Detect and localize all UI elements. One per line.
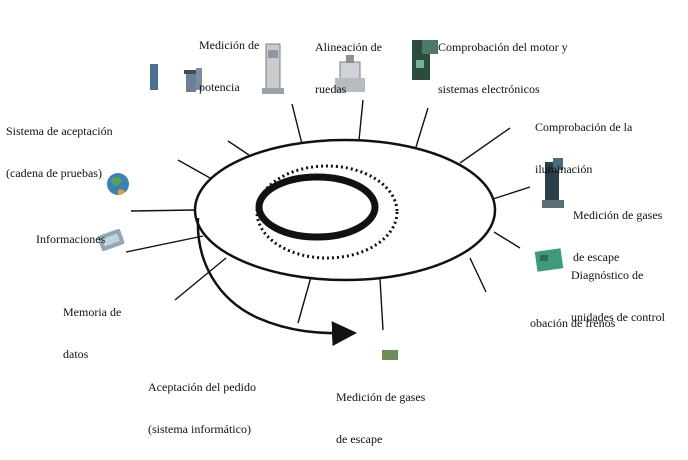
label-wheel-alignment: Alineación de ruedas bbox=[315, 12, 382, 110]
inner-ring bbox=[255, 173, 379, 241]
label-engine-check: Comprobación del motor y sistemas electr… bbox=[438, 12, 568, 110]
label-line: (sistema informático) bbox=[148, 422, 251, 436]
mask-left-top bbox=[132, 92, 172, 132]
label-information: Informaciones bbox=[36, 204, 105, 260]
label-line: ruedas bbox=[315, 82, 347, 96]
label-line: obación de frenos bbox=[530, 316, 616, 330]
outer-ring bbox=[193, 138, 497, 282]
label-line: Alineación de bbox=[315, 40, 382, 54]
label-line: sistemas electrónicos bbox=[438, 82, 540, 96]
exhaust-analyzer-icon-bottom bbox=[382, 350, 398, 360]
dashed-ring bbox=[255, 164, 399, 260]
wheel-alignment-icon bbox=[335, 55, 365, 92]
label-line: Medición de bbox=[199, 38, 260, 52]
label-line: Sistema de aceptación bbox=[6, 124, 113, 138]
globe-icon bbox=[107, 173, 129, 195]
label-lighting-check: Comprobación de la iluminación bbox=[535, 92, 632, 190]
label-line: datos bbox=[63, 347, 89, 361]
label-line: unidades de control bbox=[571, 310, 665, 324]
workshop-cycle-diagram bbox=[97, 40, 564, 360]
label-line: (cadena de pruebas) bbox=[6, 166, 102, 180]
process-arrow bbox=[196, 217, 357, 347]
data-storage-icon bbox=[97, 228, 125, 252]
mask-left-bottom bbox=[132, 262, 172, 312]
label-line: de escape bbox=[336, 432, 383, 446]
test-bench-icon bbox=[262, 43, 284, 94]
label-line: Informaciones bbox=[36, 232, 106, 246]
label-line: Comprobación de la bbox=[535, 120, 633, 134]
label-ecu-diagnosis: Diagnóstico de unidades de control bbox=[571, 240, 687, 338]
label-line: Aceptación del pedido bbox=[148, 380, 256, 394]
label-exhaust-measurement-right: Medición de gases de escape bbox=[573, 180, 662, 278]
mask-right bbox=[524, 278, 530, 308]
label-line: de escape bbox=[573, 250, 620, 264]
label-data-memory: Memoria de datos bbox=[63, 277, 133, 375]
label-line: Medición de gases bbox=[573, 208, 663, 222]
circuit-board-icon bbox=[534, 248, 564, 272]
exhaust-analyzer-icon bbox=[542, 158, 564, 208]
label-brake-check: obación de frenos bbox=[530, 288, 615, 344]
label-line: Medición de gases bbox=[336, 390, 426, 404]
label-line: iluminación bbox=[535, 162, 593, 176]
label-exhaust-measurement-bottom: Medición de gases de escape bbox=[336, 362, 425, 460]
spokes bbox=[125, 99, 531, 331]
test-lane-icon bbox=[150, 64, 202, 92]
label-order-acceptance: Aceptación del pedido (sistema informáti… bbox=[148, 352, 256, 450]
mask-bottom bbox=[144, 343, 284, 355]
engine-tester-icon bbox=[412, 40, 438, 80]
label-power-measurement: Medición de potencia bbox=[199, 10, 259, 108]
label-line: Diagnóstico de bbox=[571, 268, 644, 282]
label-line: potencia bbox=[199, 80, 240, 94]
label-acceptance-system: Sistema de aceptación (cadena de pruebas… bbox=[6, 96, 132, 194]
label-line: Memoria de bbox=[63, 305, 122, 319]
label-line: Comprobación del motor y bbox=[438, 40, 568, 54]
